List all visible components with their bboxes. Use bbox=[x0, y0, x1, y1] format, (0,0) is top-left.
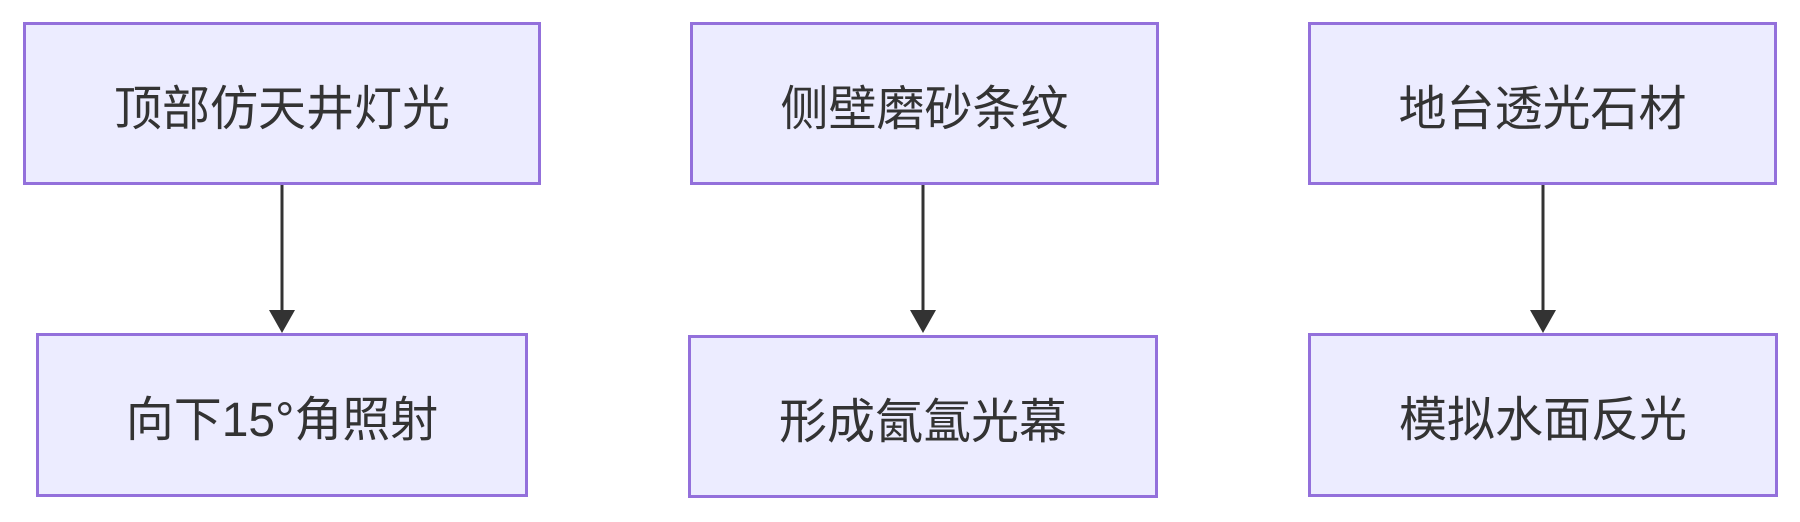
node-misty-light-curtain: 形成氤氲光幕 bbox=[688, 335, 1158, 498]
node-ceiling-skylight-lighting: 顶部仿天井灯光 bbox=[23, 22, 541, 185]
node-sidewall-frosted-stripes: 侧壁磨砂条纹 bbox=[690, 22, 1159, 185]
flow-arrow-down-col1 bbox=[269, 185, 295, 333]
node-platform-translucent-stone: 地台透光石材 bbox=[1308, 22, 1777, 185]
node-simulated-water-reflection: 模拟水面反光 bbox=[1308, 333, 1778, 497]
node-downward-15deg-projection: 向下15°角照射 bbox=[36, 333, 528, 497]
flow-arrow-down-col3 bbox=[1530, 185, 1556, 333]
flow-arrow-down-col2 bbox=[910, 185, 936, 333]
